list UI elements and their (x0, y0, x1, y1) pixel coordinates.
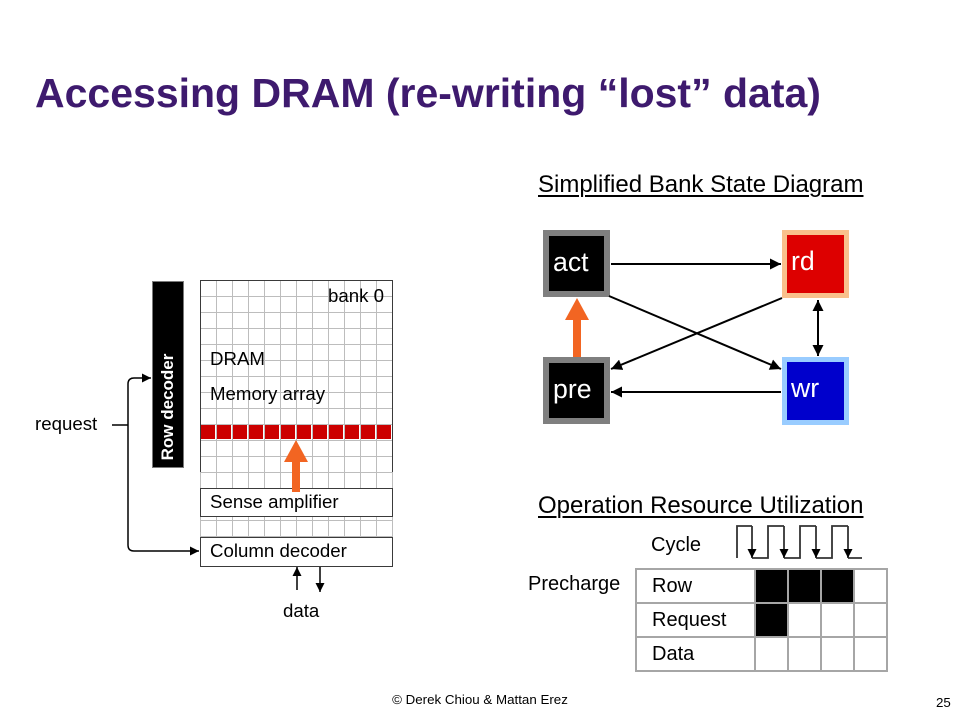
active-row (200, 424, 392, 440)
bank-label: bank 0 (328, 285, 385, 306)
state-label: pre (553, 374, 592, 404)
cycle-cell (853, 636, 888, 672)
memory-array (200, 280, 393, 472)
active-row-cell (377, 425, 391, 439)
active-row-cell (249, 425, 263, 439)
state-rd: rd (782, 230, 849, 298)
active-row-cell (329, 425, 343, 439)
state-act: act (543, 230, 610, 297)
slide-title: Accessing DRAM (re-writing “lost” data) (35, 70, 821, 116)
cycle-cell (787, 602, 822, 638)
cycle-cell (787, 568, 822, 604)
resource-name: Data (635, 636, 756, 672)
resource-utilization-table: Row Request Data (635, 568, 888, 672)
cycle-cell (853, 568, 888, 604)
active-row-cell (313, 425, 327, 439)
data-wires (292, 567, 325, 592)
cycle-cell (787, 636, 822, 672)
state-diagram-heading: Simplified Bank State Diagram (538, 171, 864, 198)
clock-waveform (736, 525, 862, 559)
resource-row: Row (635, 568, 888, 604)
resource-name: Row (635, 568, 756, 604)
active-row-cell (217, 425, 231, 439)
cycle-cell (853, 602, 888, 638)
resource-row: Data (635, 636, 888, 672)
memory-array-label: Memory array (210, 383, 326, 404)
footer-copyright: © Derek Chiou & Mattan Erez (392, 692, 568, 707)
operation-label: Precharge (528, 573, 621, 595)
resource-name: Request (635, 602, 756, 638)
column-decoder-label: Column decoder (210, 540, 347, 561)
cycle-cell (754, 602, 789, 638)
cycle-cell (754, 568, 789, 604)
state-label: rd (791, 246, 815, 276)
utilization-heading: Operation Resource Utilization (538, 492, 864, 519)
request-to-row-decoder-arrow (127, 373, 151, 425)
sense-amplifier-label: Sense amplifier (210, 491, 339, 512)
active-row-cell (297, 425, 311, 439)
active-row-cell (201, 425, 215, 439)
state-pre: pre (543, 357, 610, 424)
cycle-cell (820, 636, 855, 672)
transition-arrow-rd-pre (610, 297, 783, 370)
transition-arrow-act-wr (608, 295, 782, 370)
active-row-cell (265, 425, 279, 439)
state-wr: wr (782, 357, 849, 425)
page-number: 25 (936, 695, 951, 710)
cycle-cell (820, 602, 855, 638)
row-decoder-label: Row decoder (158, 353, 177, 461)
request-label: request (35, 413, 98, 434)
cycle-cell (754, 636, 789, 672)
active-row-cell (345, 425, 359, 439)
transition-arrow-pre-act-head (565, 298, 589, 320)
cycle-cell (820, 568, 855, 604)
transition-arrow-pre-act (565, 298, 589, 357)
active-row-cell (361, 425, 375, 439)
data-label: data (283, 600, 320, 621)
state-label: act (553, 247, 589, 277)
column-decoder: Column decoder (200, 537, 393, 567)
cycle-label: Cycle (651, 534, 702, 556)
state-label: wr (791, 373, 820, 403)
active-row-cell (233, 425, 247, 439)
clock-signal (736, 525, 862, 559)
active-row-cell (281, 425, 295, 439)
sense-amplifier: Sense amplifier (200, 488, 393, 517)
dram-label: DRAM (210, 348, 265, 369)
resource-row: Request (635, 602, 888, 638)
